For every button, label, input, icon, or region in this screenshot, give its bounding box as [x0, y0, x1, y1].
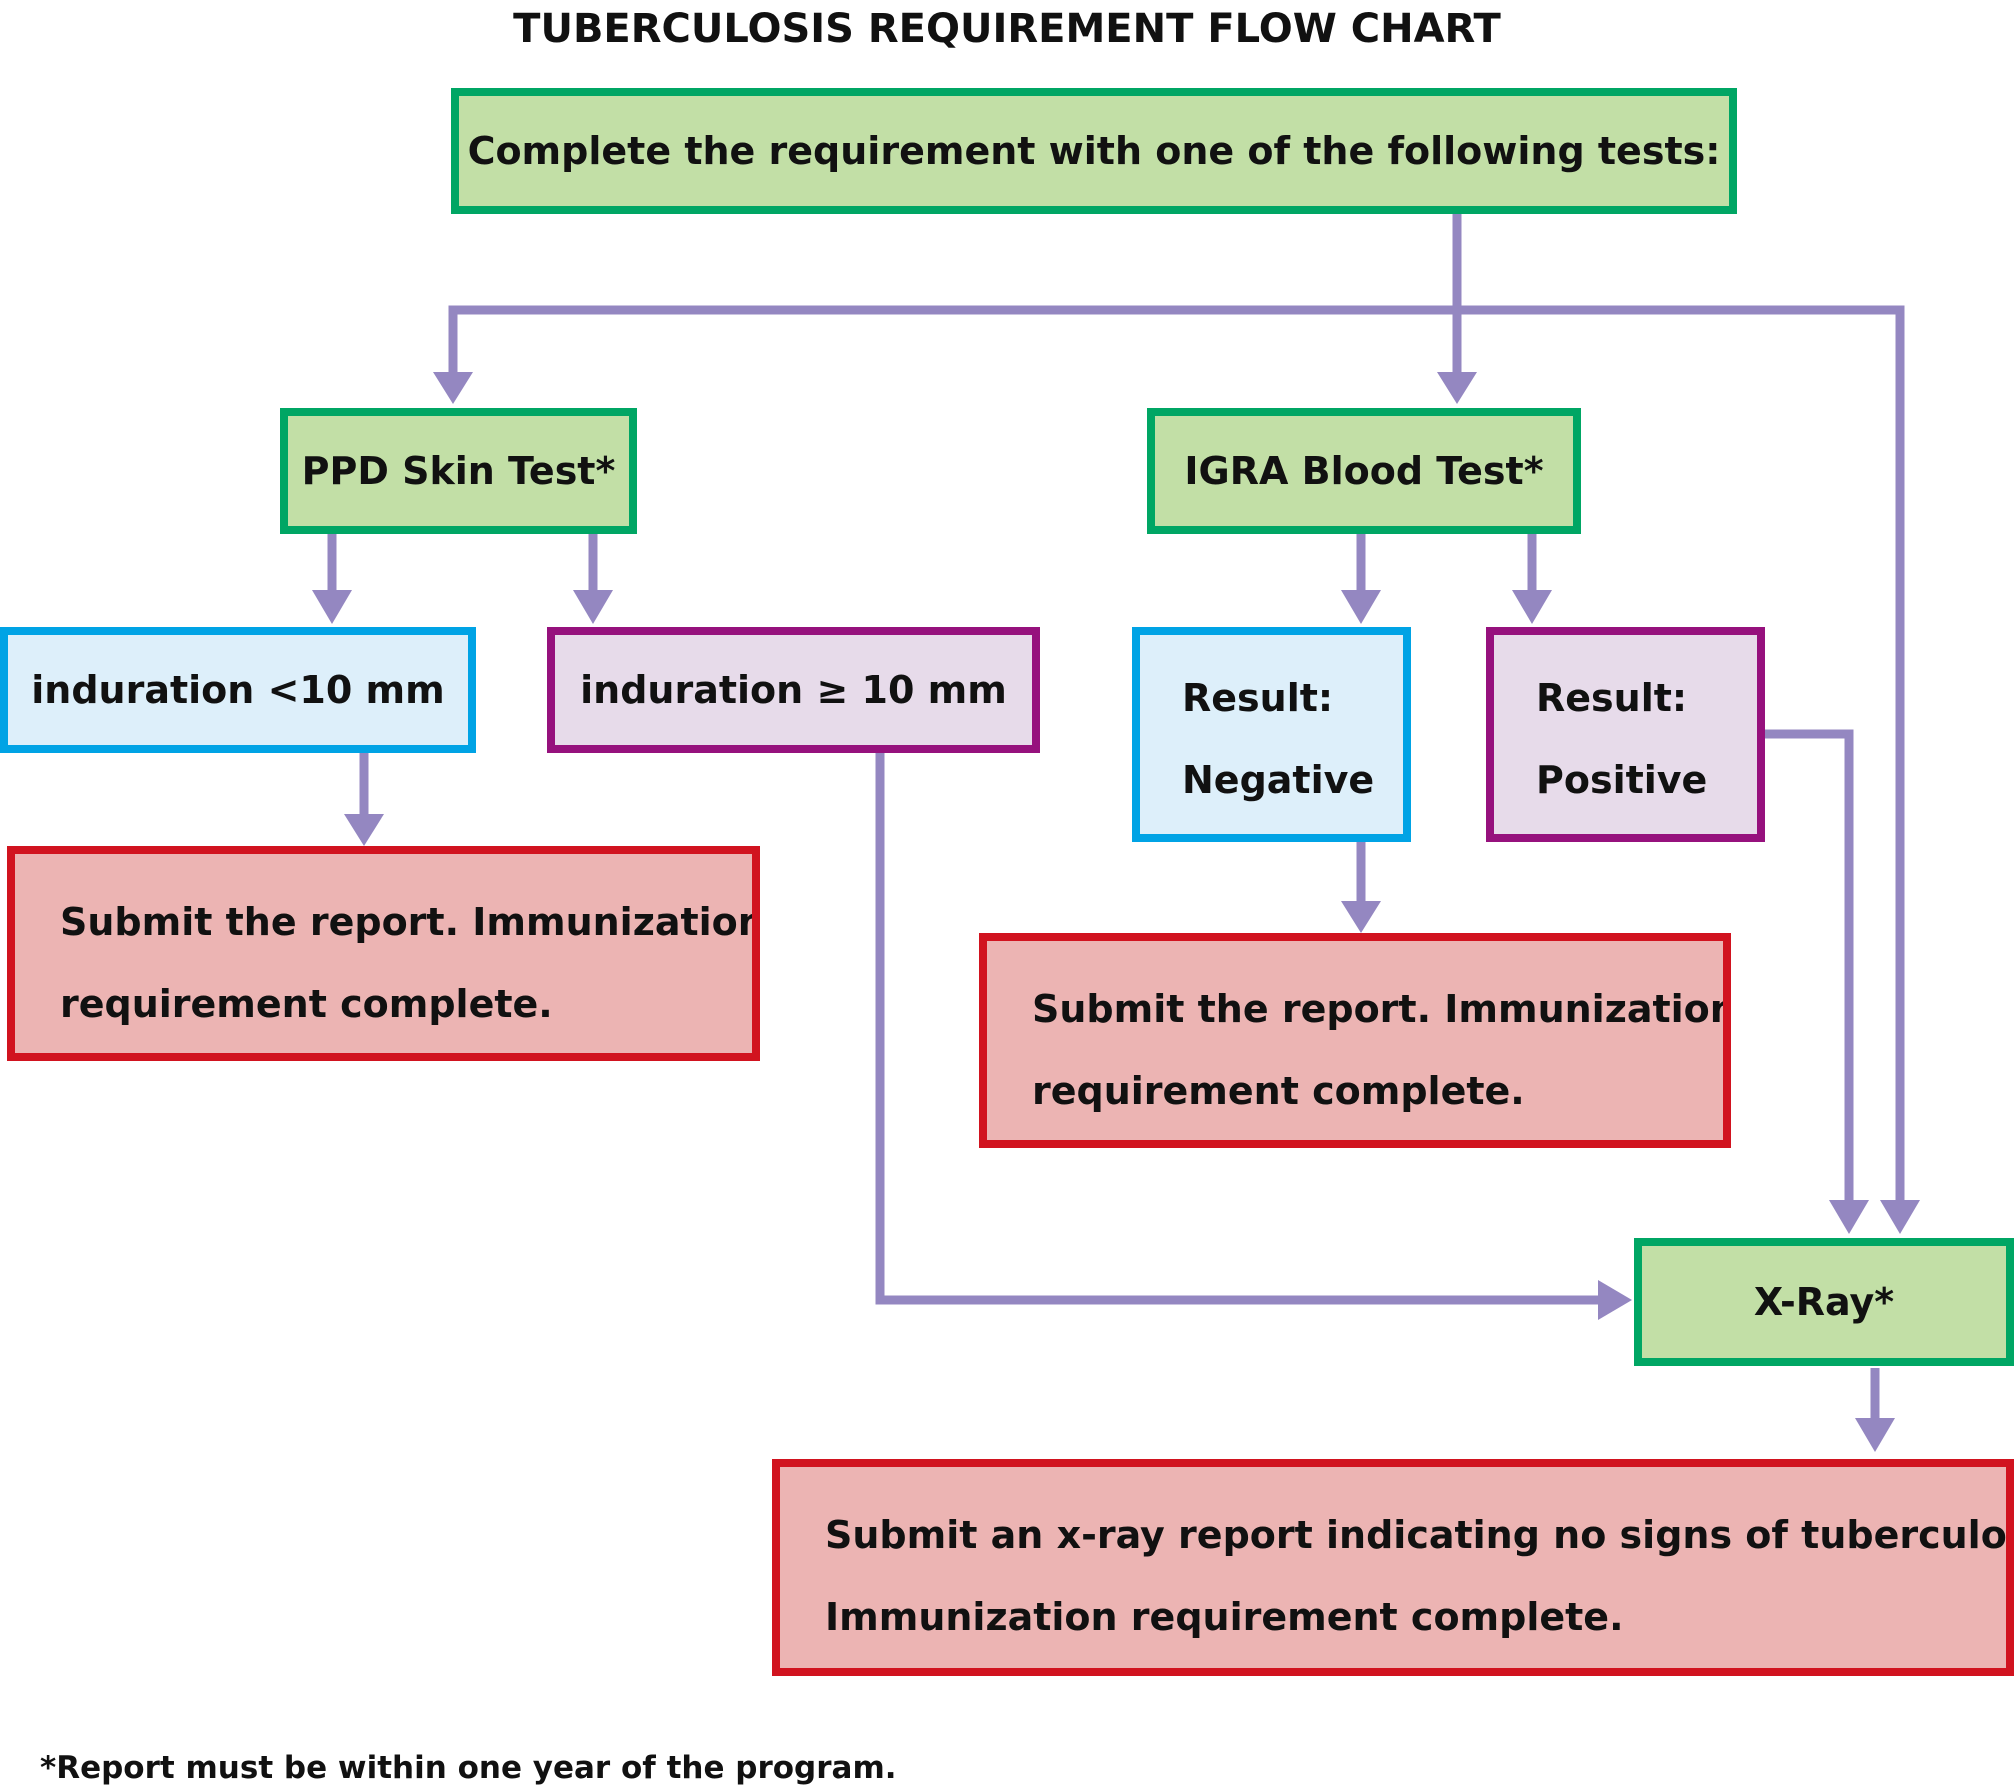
submit-xray-line2: Immunization requirement complete. [825, 1595, 1624, 1639]
induration-low-box: induration <10 mm [0, 627, 476, 753]
submit-report-ppd-line2: requirement complete. [60, 982, 553, 1026]
igra-negative-line1: Result: [1182, 676, 1334, 720]
start-text: Complete the requirement with one of the… [467, 129, 1721, 173]
arrowhead-low-submit [344, 814, 384, 846]
arrowhead-negative-submit [1341, 901, 1381, 933]
arrowhead-positive-xray [1829, 1200, 1869, 1234]
igra-positive-line1: Result: [1536, 676, 1688, 720]
arrow-direct-to-xray [1457, 305, 1905, 1202]
xray-box: X-Ray* [1634, 1238, 2014, 1366]
induration-high-label: induration ≥ 10 mm [580, 668, 1007, 712]
arrow-positive-to-xray [1764, 729, 1854, 1202]
igra-positive-line2: Positive [1536, 758, 1708, 802]
submit-report-igra-box: Submit the report. Immunization requirem… [979, 933, 1731, 1148]
xray-label: X-Ray* [1753, 1280, 1895, 1324]
arrowhead-igra [1437, 372, 1477, 404]
submit-xray-report-box: Submit an x-ray report indicating no sig… [772, 1459, 2014, 1676]
arrowhead-ppd-high [573, 590, 613, 624]
arrow-high-to-xray [875, 752, 1600, 1305]
start-box: Complete the requirement with one of the… [451, 88, 1737, 214]
igra-blood-test-label: IGRA Blood Test* [1184, 449, 1544, 493]
arrowhead-ppd [433, 372, 473, 404]
submit-xray-line1: Submit an x-ray report indicating no sig… [825, 1513, 2014, 1557]
arrowhead-igra-positive [1512, 590, 1552, 624]
ppd-skin-test-label: PPD Skin Test* [301, 449, 616, 493]
arrow-to-ppd [448, 305, 1457, 372]
induration-low-label: induration <10 mm [31, 668, 445, 712]
submit-report-ppd-box: Submit the report. Immunization requirem… [7, 846, 760, 1061]
footnote: *Report must be within one year of the p… [40, 1750, 897, 1786]
submit-report-igra-line2: requirement complete. [1032, 1069, 1525, 1113]
arrowhead-high-xray [1598, 1280, 1632, 1320]
submit-report-igra-line1: Submit the report. Immunization [1032, 987, 1731, 1031]
igra-positive-box: Result: Positive [1486, 627, 1765, 842]
igra-negative-line2: Negative [1182, 758, 1375, 802]
ppd-skin-test-box: PPD Skin Test* [280, 408, 637, 534]
igra-blood-test-box: IGRA Blood Test* [1147, 408, 1581, 534]
arrowhead-ppd-low [312, 590, 352, 624]
arrowhead-xray-submit [1855, 1418, 1895, 1452]
induration-high-box: induration ≥ 10 mm [547, 627, 1040, 753]
arrowhead-direct-xray [1880, 1200, 1920, 1234]
chart-title: TUBERCULOSIS REQUIREMENT FLOW CHART [513, 6, 1501, 52]
igra-negative-box: Result: Negative [1132, 627, 1411, 842]
submit-report-ppd-line1: Submit the report. Immunization [60, 900, 760, 944]
arrowhead-igra-negative [1341, 590, 1381, 624]
